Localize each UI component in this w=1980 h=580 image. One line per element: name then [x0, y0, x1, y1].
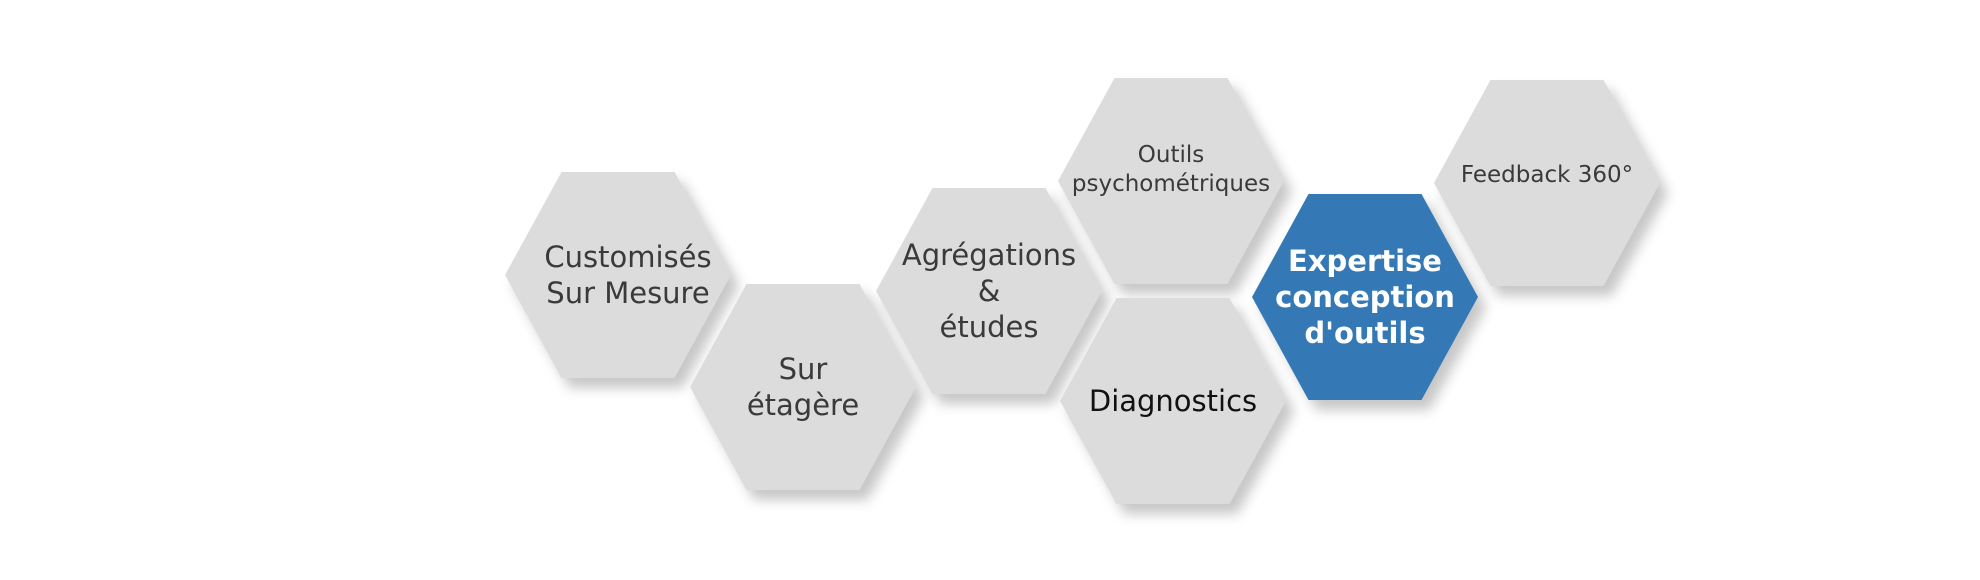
label-line: d'outils: [1304, 316, 1426, 351]
hexagon-label: Agrégations & études: [876, 188, 1102, 394]
hexagon-label: Diagnostics: [1060, 298, 1286, 504]
label-line: étagère: [746, 388, 860, 422]
hexagon-feedback-360: Feedback 360°: [1434, 80, 1660, 286]
hexagon-diagnostics: Diagnostics: [1060, 298, 1286, 504]
label-line: psychométriques: [1071, 171, 1271, 197]
hexagon-label: Feedback 360°: [1434, 64, 1660, 286]
hexagon-expertise: Expertise conception d'outils: [1252, 194, 1478, 400]
hexagon-outils-psychometriques: Outils psychométriques: [1058, 78, 1284, 284]
label-line: Diagnostics: [1088, 383, 1258, 418]
label-line: Sur: [778, 351, 828, 386]
label-line: Sur Mesure: [546, 276, 710, 310]
label-line: Expertise: [1288, 243, 1442, 278]
hexagon-agregations: Agrégations & études: [876, 188, 1102, 394]
label-line: Customisés: [544, 239, 712, 274]
hexagon-label: Outils psychométriques: [1058, 56, 1284, 284]
label-line: études: [939, 310, 1039, 345]
label-line: &: [977, 273, 1001, 308]
label-line: Outils: [1137, 142, 1205, 169]
hexagon-label: Sur étagère: [690, 284, 916, 490]
hexagon-sur-etagere: Sur étagère: [690, 284, 916, 490]
label-line: conception: [1275, 279, 1455, 314]
hexagon-label: Expertise conception d'outils: [1252, 194, 1478, 400]
hexagon-shape: [690, 284, 916, 490]
hexagon-customises: Customisés Sur Mesure: [505, 172, 731, 378]
hexagon-shape: [505, 172, 731, 378]
label-line: Agrégations: [901, 237, 1077, 272]
label-line: Feedback 360°: [1460, 161, 1634, 188]
hexagon-label: Customisés Sur Mesure: [525, 172, 731, 378]
